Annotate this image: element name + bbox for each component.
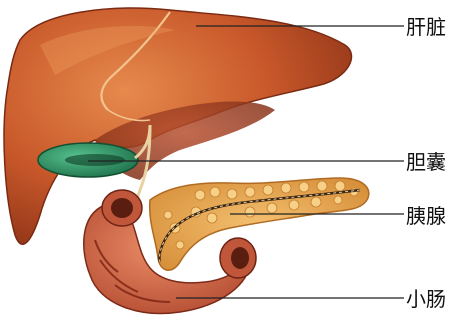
label-small-intestine: 小肠 — [406, 288, 446, 310]
pancreas-shape — [150, 178, 369, 270]
label-liver: 肝脏 — [406, 16, 446, 38]
label-gallbladder: 胆囊 — [406, 151, 446, 173]
label-pancreas: 胰腺 — [406, 205, 446, 227]
